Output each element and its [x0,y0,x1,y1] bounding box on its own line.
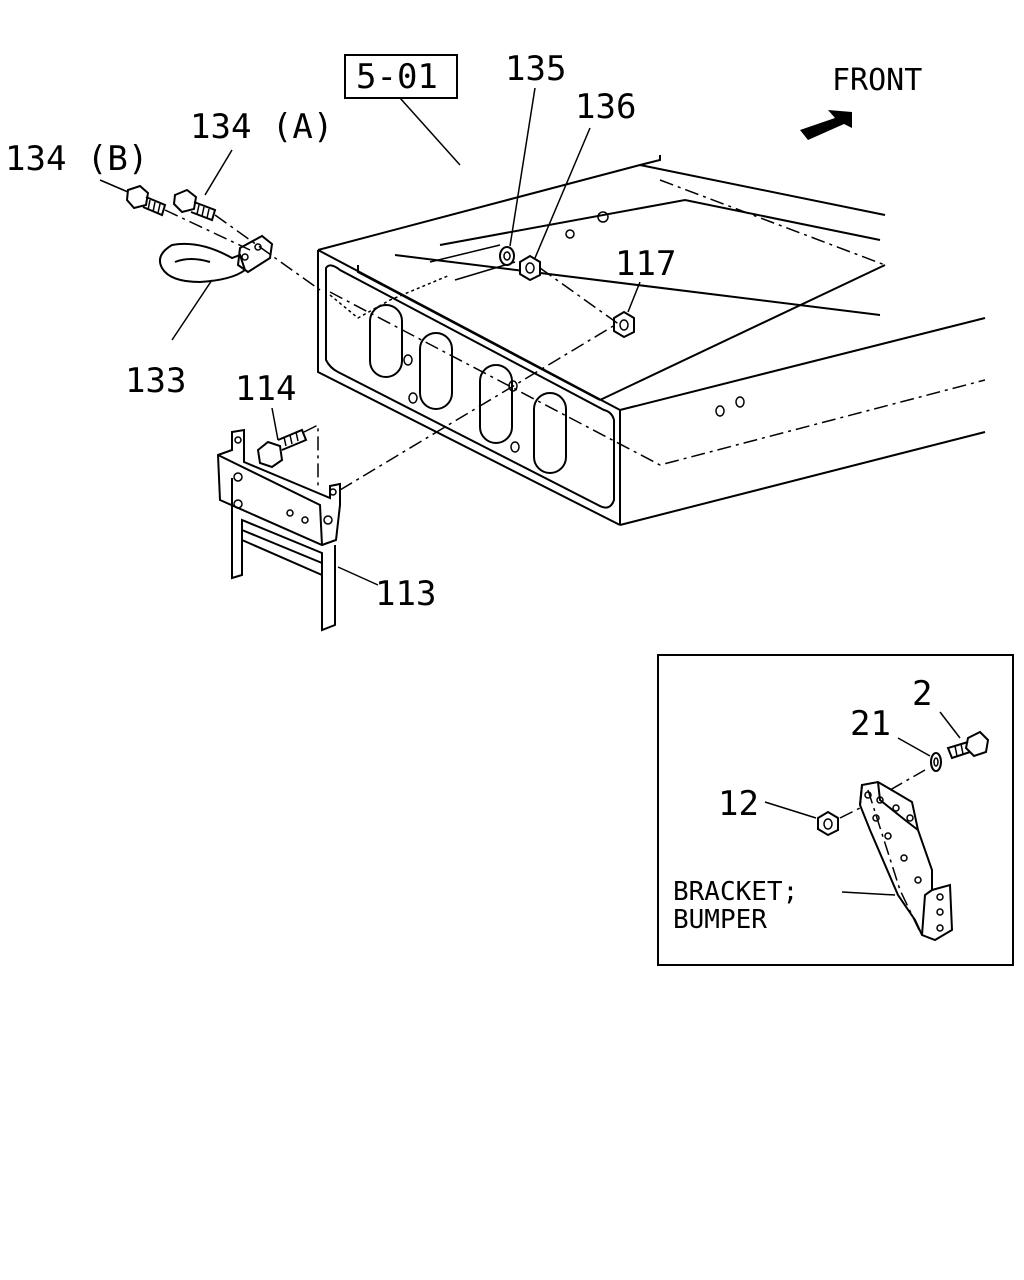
inset-caption-line2: BUMPER [673,905,767,935]
label-113: 113 [375,574,436,614]
label-21: 21 [850,704,891,744]
part-113-step-bracket [216,428,379,632]
part-134a-bolt [172,188,217,222]
label-117: 117 [615,244,676,284]
label-114: 114 [235,369,296,409]
label-12: 12 [718,784,759,824]
part-133-tow-hook [159,234,274,341]
label-134b: 134 (B) [5,139,148,179]
inset-part-12-nut [764,801,839,837]
inset-caption-line1: BRACKET; [673,877,798,907]
part-117-nut [613,281,641,339]
reference-box: 5-01 [344,54,461,166]
label-134a: 134 (A) [190,107,333,147]
front-label: FRONT [832,63,922,98]
part-136-nut [519,127,591,282]
inset-bracket-bumper: 2 21 12 [657,654,1014,966]
part-135-washer [499,87,536,266]
front-direction: FRONT [800,63,922,140]
part-114-bolt [256,407,308,469]
label-135: 135 [505,49,566,89]
label-133: 133 [125,361,186,401]
inset-part-2-bolt [939,711,990,760]
front-arrow-icon [800,110,852,140]
inset-part-21-washer [897,737,942,772]
frame-crossmember [317,155,986,526]
label-136: 136 [575,87,636,127]
label-2: 2 [912,674,932,714]
part-134b-bolt [125,184,167,217]
inset-bumper-bracket [839,769,954,942]
reference-box-label: 5-01 [356,57,438,97]
